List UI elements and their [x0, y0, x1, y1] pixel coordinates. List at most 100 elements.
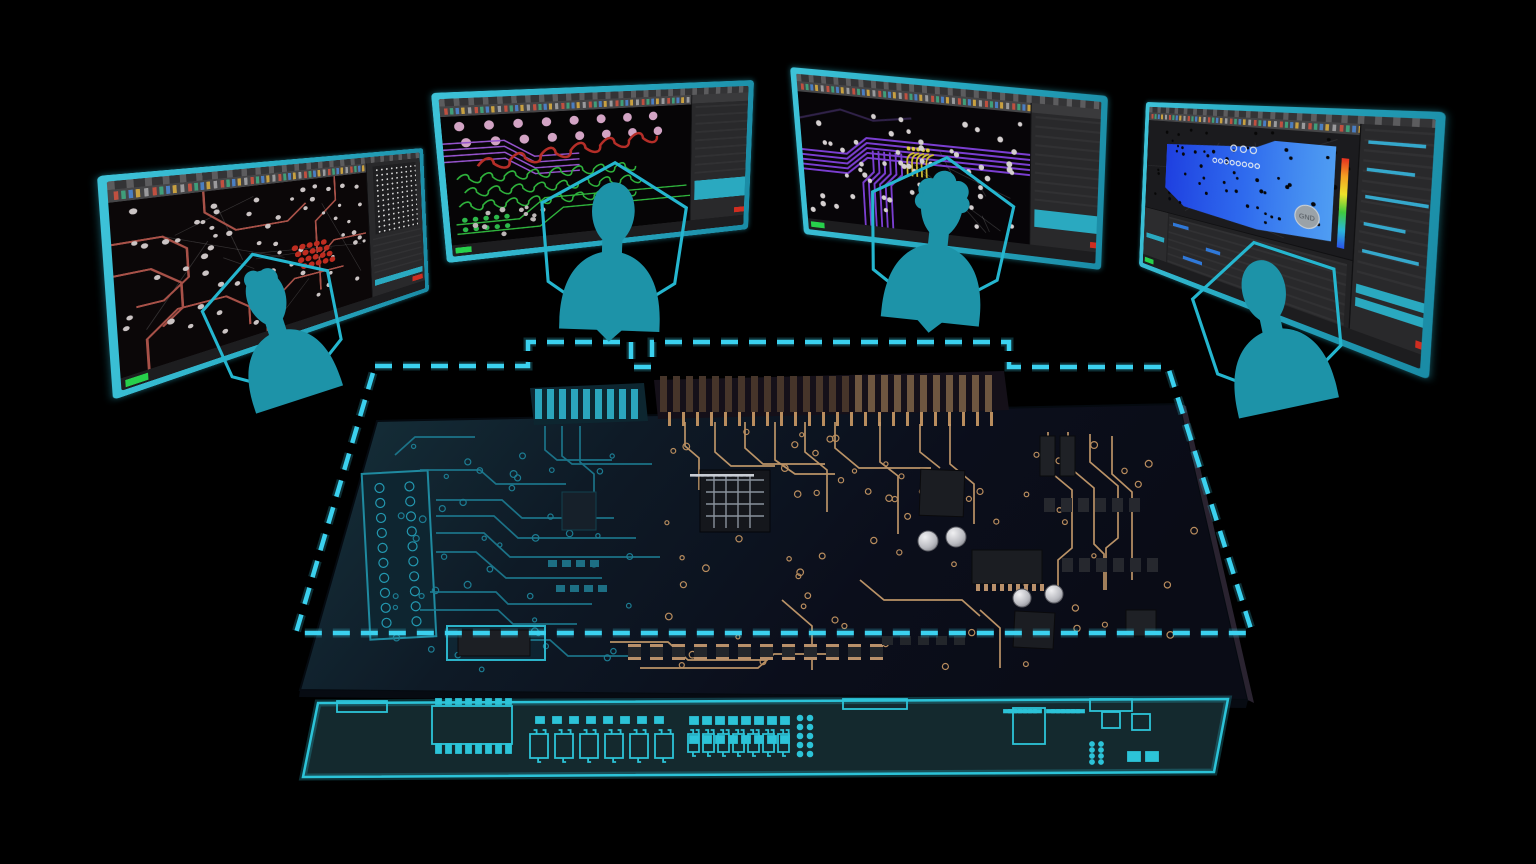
capacitor [1012, 588, 1032, 608]
footprint-pin [435, 743, 442, 754]
passive-pad [826, 644, 839, 647]
soic-chip-teal-zone [561, 491, 597, 531]
passive-pad [870, 657, 883, 660]
connector-pin [710, 412, 713, 426]
capacitor [945, 526, 967, 548]
passive-teal [556, 585, 565, 592]
soic-pin [984, 584, 988, 591]
via-teal [418, 515, 427, 524]
dip-hole [375, 497, 386, 509]
passive-body [782, 647, 795, 657]
via-copper [1101, 621, 1109, 628]
via-teal [478, 666, 485, 673]
edge-finger-teal [595, 389, 602, 419]
dip-hole [404, 481, 415, 492]
footprint-passive [586, 716, 596, 724]
soic-pin [992, 584, 996, 591]
edge-finger-dark [712, 376, 719, 412]
dip-hole [406, 526, 417, 537]
via-teal [508, 484, 516, 492]
sot23-row-large [529, 729, 674, 763]
qfp-pin [740, 474, 749, 477]
edge-finger-teal [571, 389, 578, 419]
via-copper [993, 518, 1000, 525]
passive-body [628, 647, 641, 657]
footprint-dot [1089, 759, 1095, 765]
via-teal [625, 602, 632, 609]
resistor-network [1044, 498, 1055, 512]
connector-pin [724, 412, 727, 426]
footprint-pin [1076, 709, 1085, 714]
dip-hole [378, 557, 389, 568]
edge-finger-teal [559, 389, 566, 419]
footprint-passive [535, 716, 545, 724]
resistor-network [1129, 498, 1140, 512]
passive-body [870, 647, 883, 657]
via-teal [603, 654, 611, 662]
footprint-sot23 [747, 729, 760, 757]
passive-pad [826, 657, 839, 660]
via-copper [812, 449, 819, 457]
via-teal [397, 512, 405, 520]
footprint-sot23 [717, 729, 730, 757]
gnd-label-text: GND [1299, 213, 1315, 224]
connector-pin [920, 412, 923, 426]
selected-chip [457, 629, 531, 657]
round-pad [918, 144, 925, 152]
passive-body [936, 636, 947, 645]
edge-finger-dark [829, 376, 836, 412]
edge-finger-dark [725, 376, 732, 412]
via-copper [1190, 526, 1198, 535]
passive-body [760, 647, 773, 657]
trace [744, 422, 825, 465]
passive-pad [760, 644, 773, 647]
trace [561, 426, 652, 465]
footprint-pin [1033, 709, 1042, 714]
analysis-canvas: GND [1145, 119, 1360, 260]
passive-body [738, 647, 751, 657]
panel-rows [1034, 116, 1102, 212]
footprint-pin [435, 698, 442, 705]
via-teal [609, 453, 615, 459]
via-copper [891, 495, 899, 503]
trace [420, 469, 566, 485]
connector-pin [738, 412, 741, 426]
footprint-passive [780, 735, 790, 744]
connector-pin [822, 412, 825, 426]
via-copper [870, 536, 878, 545]
via-teal [481, 535, 487, 541]
edge-finger-bronze [946, 375, 953, 412]
passive-teal [584, 585, 593, 592]
footprint-dot [806, 723, 814, 731]
footprint-pin [445, 698, 452, 705]
footprint-passive [1127, 751, 1141, 762]
qfp-grid [706, 474, 764, 528]
footprint-passive [654, 716, 664, 724]
round-pad [906, 129, 912, 135]
footprint-passive [552, 716, 562, 724]
via-teal [476, 467, 484, 474]
footprint-passive [715, 716, 725, 725]
via-copper [968, 628, 976, 637]
via-copper [799, 432, 805, 438]
trace [804, 422, 828, 512]
soic-pin [976, 584, 980, 591]
edge-finger-bronze [855, 375, 862, 412]
edge-finger-dark [790, 376, 797, 412]
edge-finger-teal [631, 389, 638, 419]
soic-pin [1032, 584, 1036, 591]
connector-pin [948, 412, 951, 426]
via-teal [459, 498, 467, 507]
via-copper [976, 487, 984, 496]
footprint-sot23 [654, 729, 674, 763]
passive-pad [738, 657, 751, 660]
via-copper [951, 561, 957, 568]
passive-teal [548, 560, 557, 567]
soic-pin [1016, 584, 1020, 591]
via-copper [664, 520, 670, 526]
passive-pad [694, 644, 707, 647]
footprint-passive [715, 735, 725, 744]
passive-teal [598, 585, 607, 592]
passive-body [804, 647, 817, 657]
dip-hole [409, 571, 420, 582]
